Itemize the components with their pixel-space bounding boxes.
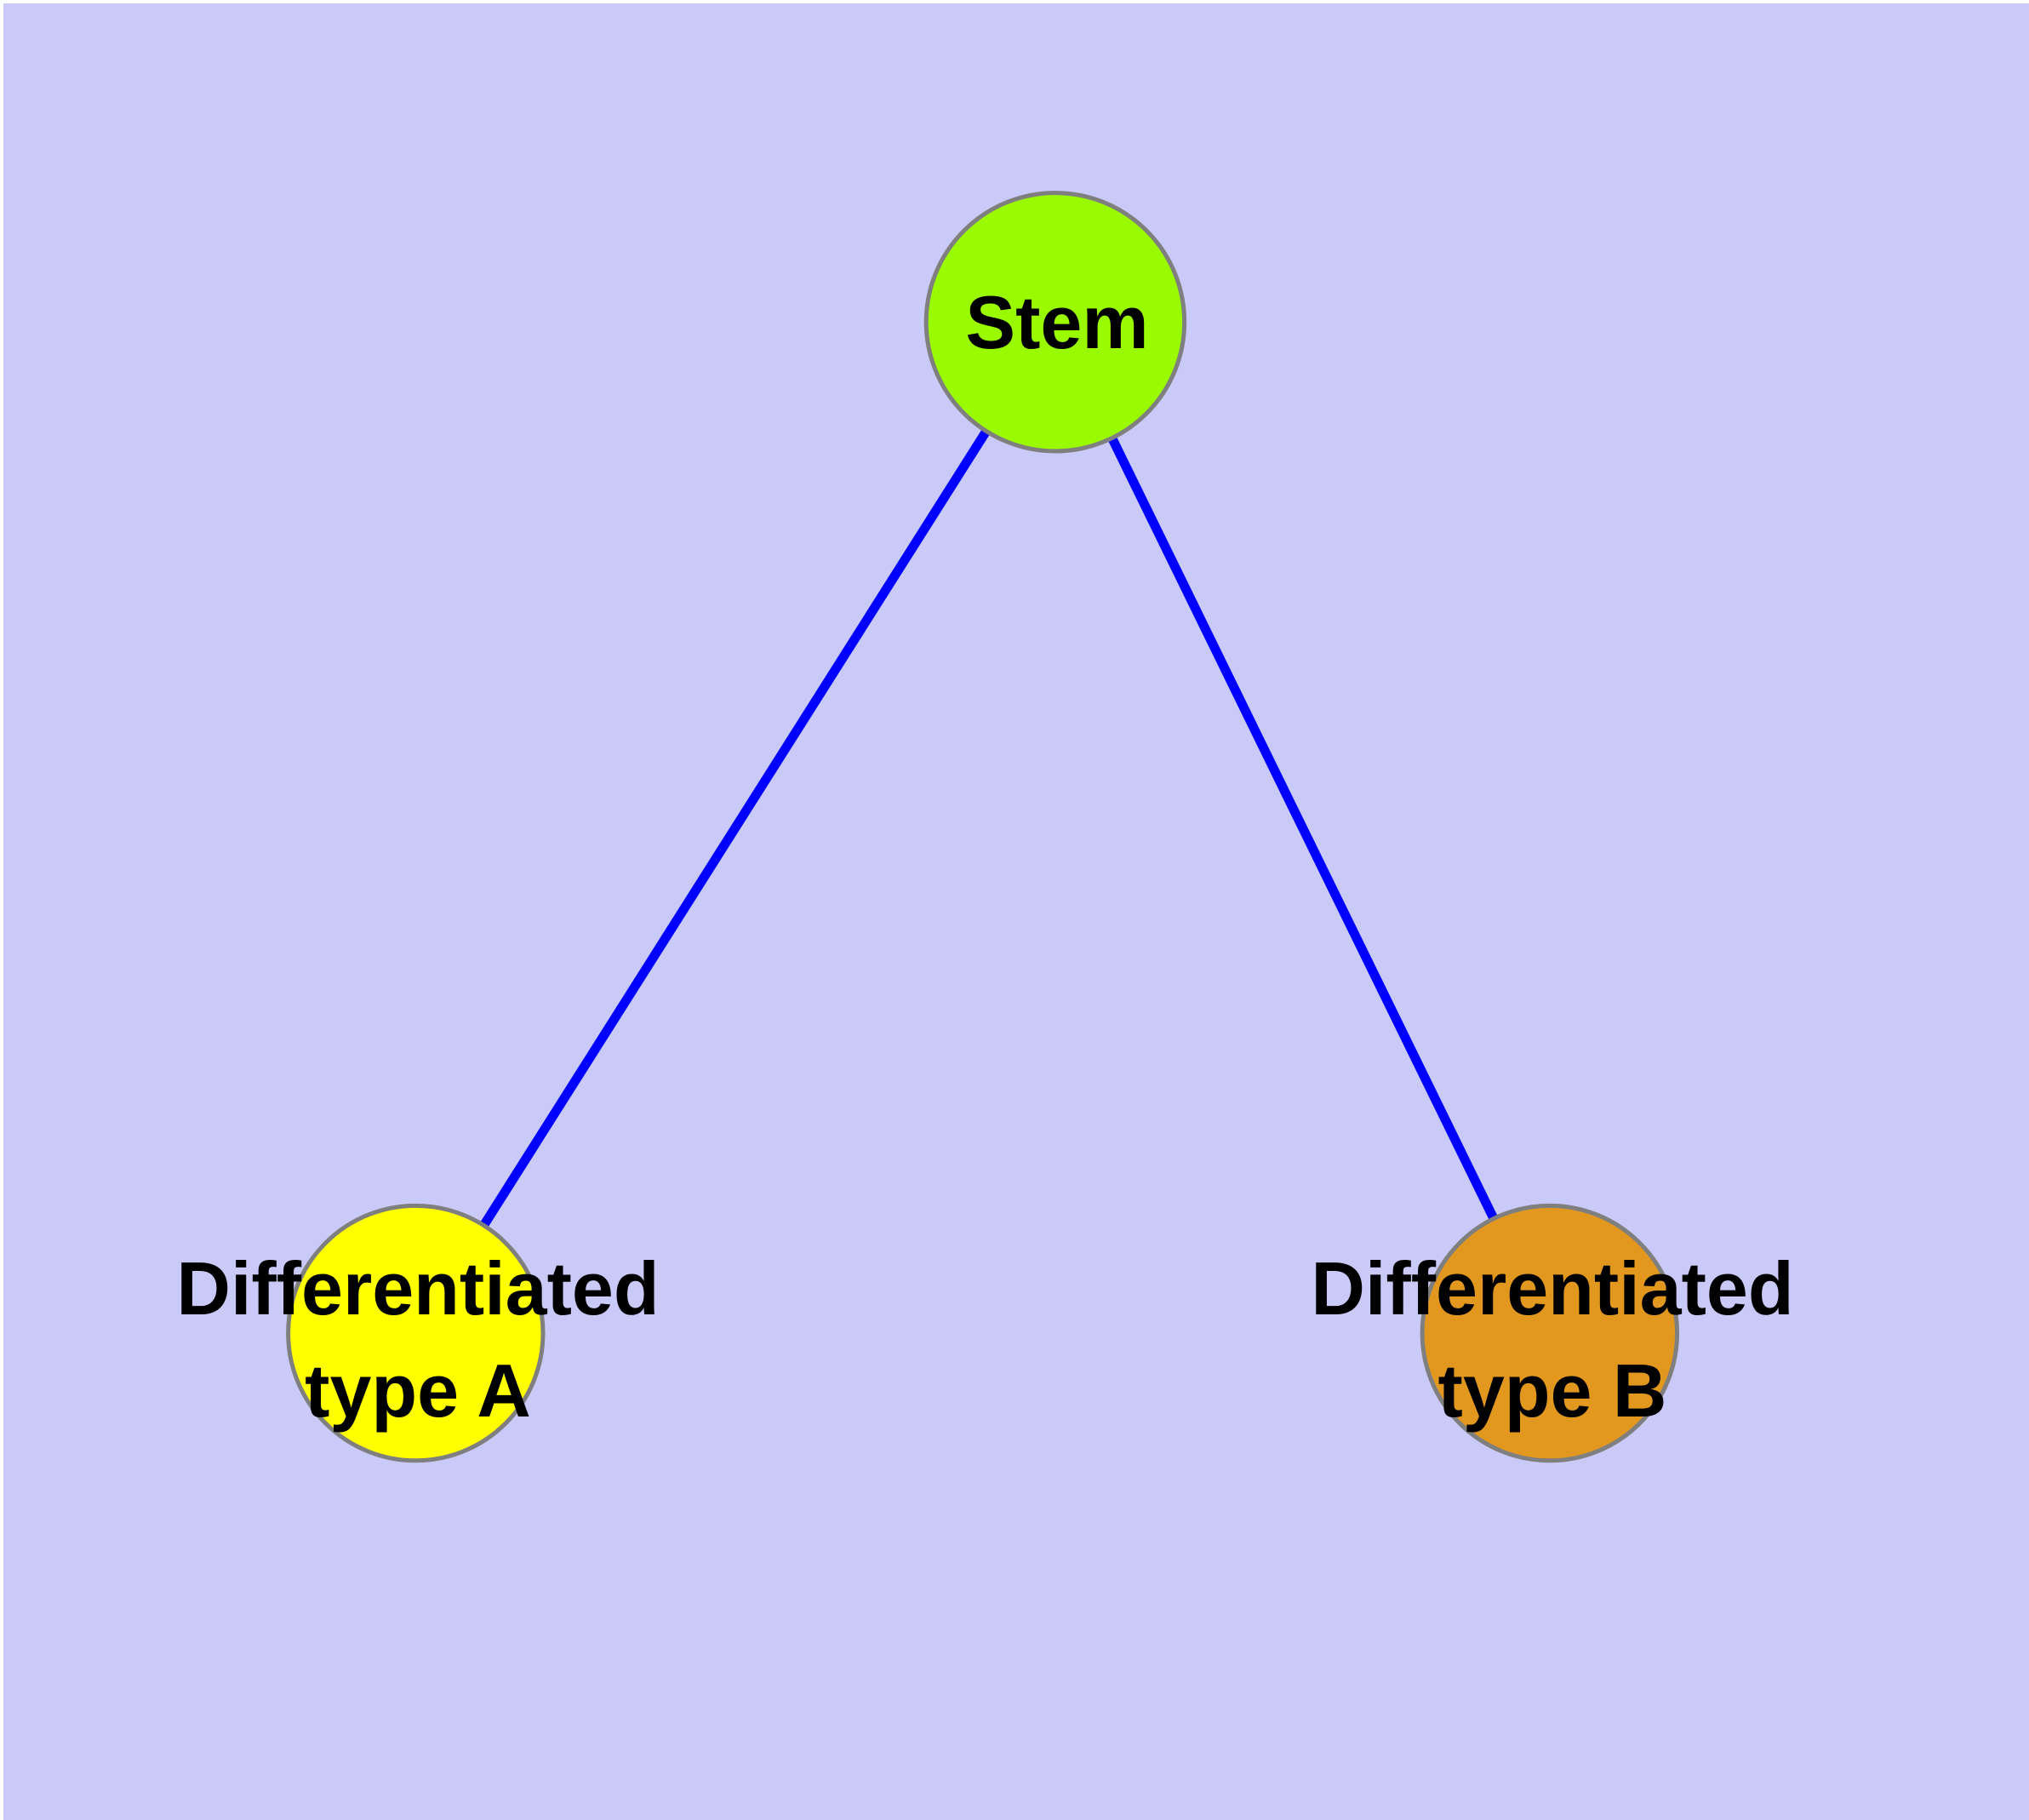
stem-node — [923, 191, 1187, 454]
stem-node-label: Stem — [965, 280, 1149, 364]
differentiated-type-b-label: Differentiated type B — [1311, 1246, 1794, 1433]
graph-svg — [286, 191, 1680, 1463]
edge-stem-to-type-a — [411, 319, 1060, 1336]
differentiated-type-b-node — [1420, 1203, 1680, 1463]
differentiated-type-a-node — [286, 1203, 546, 1463]
differentiated-type-a-label: Differentiated type A — [176, 1246, 660, 1433]
edge-stem-to-type-b — [1050, 319, 1554, 1336]
